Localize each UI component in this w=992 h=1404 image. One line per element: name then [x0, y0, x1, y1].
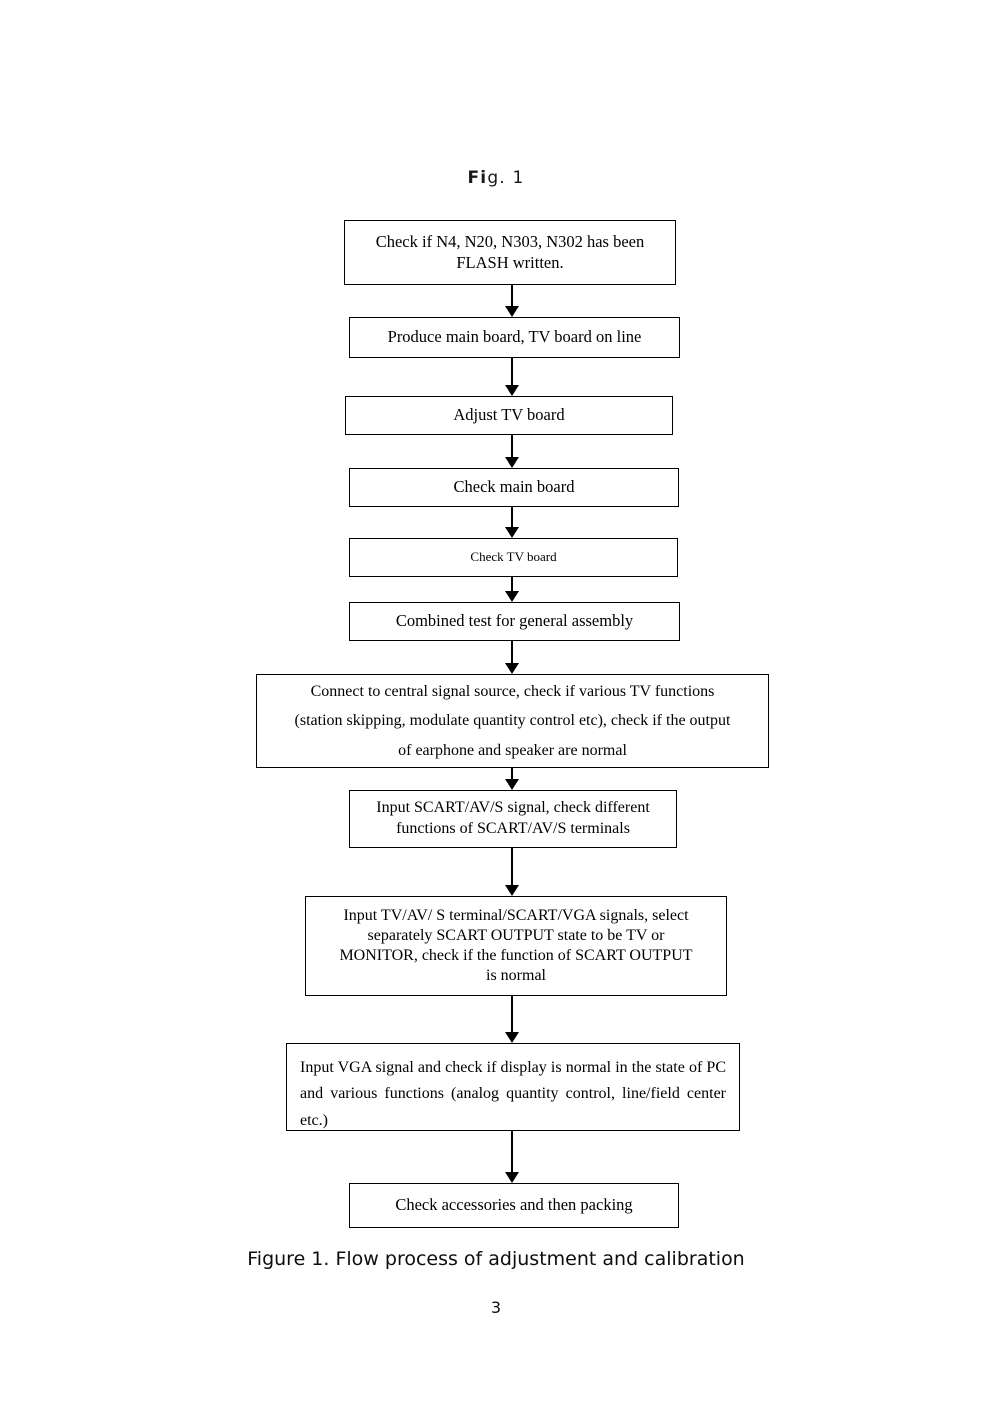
arrow-head	[505, 663, 519, 674]
arrow-shaft	[511, 435, 513, 457]
flowchart-node-packing[interactable]: Check accessories and then packing	[349, 1183, 679, 1228]
flow-arrow-main-board-to-tv-board	[505, 507, 519, 538]
arrow-head	[505, 1032, 519, 1043]
flowchart-node-adjust[interactable]: Adjust TV board	[345, 396, 673, 435]
flow-arrow-scart-output-to-vga-signal	[505, 996, 519, 1043]
node-text: Input TV/AV/ S terminal/SCART/VGA signal…	[339, 907, 693, 984]
flow-arrow-produce-to-adjust	[505, 358, 519, 396]
flow-arrow-vga-signal-to-packing	[505, 1131, 519, 1183]
arrow-head	[505, 527, 519, 538]
flow-arrow-tv-board-to-combined-test	[505, 577, 519, 602]
node-text: Input SCART/AV/S signal, check different…	[376, 799, 650, 837]
node-text: Check accessories and then packing	[395, 1195, 633, 1215]
flowchart-node-combined-test[interactable]: Combined test for general assembly	[349, 602, 680, 641]
figure-label: Fig. 1	[0, 168, 992, 188]
node-text: Connect to central signal source, check …	[294, 682, 731, 759]
arrow-shaft	[511, 285, 513, 306]
flowchart-node-central-signal[interactable]: Connect to central signal source, check …	[256, 674, 769, 768]
flow-arrow-scart-signal-to-scart-output	[505, 848, 519, 896]
node-text: Combined test for general assembly	[395, 611, 634, 631]
arrow-head	[505, 885, 519, 896]
arrow-shaft	[511, 768, 513, 779]
figure-label-prefix: Fi	[467, 168, 488, 188]
arrow-head	[505, 457, 519, 468]
node-text: Produce main board, TV board on line	[387, 327, 642, 347]
arrow-head	[505, 779, 519, 790]
arrow-head	[505, 591, 519, 602]
flowchart-node-scart-output[interactable]: Input TV/AV/ S terminal/SCART/VGA signal…	[305, 896, 727, 996]
arrow-shaft	[511, 358, 513, 385]
figure-label-suffix: g. 1	[487, 168, 525, 188]
node-text: Check if N4, N20, N303, N302 has been FL…	[375, 231, 645, 272]
arrow-head	[505, 306, 519, 317]
flowchart-node-vga-signal[interactable]: Input VGA signal and check if display is…	[286, 1043, 740, 1131]
node-text: Input VGA signal and check if display is…	[300, 1059, 726, 1129]
flowchart-node-scart-signal[interactable]: Input SCART/AV/S signal, check different…	[349, 790, 677, 848]
arrow-shaft	[511, 577, 513, 591]
node-text: Check TV board	[470, 549, 557, 565]
flow-arrow-combined-test-to-central-signal	[505, 641, 519, 674]
arrow-head	[505, 385, 519, 396]
arrow-head	[505, 1172, 519, 1183]
flowchart-node-main-board[interactable]: Check main board	[349, 468, 679, 507]
flowchart-node-produce[interactable]: Produce main board, TV board on line	[349, 317, 680, 358]
figure-caption: Figure 1. Flow process of adjustment and…	[247, 1248, 745, 1270]
flow-arrow-central-signal-to-scart-signal	[505, 768, 519, 790]
flowchart-node-tv-board[interactable]: Check TV board	[349, 538, 678, 577]
flow-arrow-flash-to-produce	[505, 285, 519, 317]
arrow-shaft	[511, 848, 513, 885]
node-text: Adjust TV board	[453, 405, 565, 425]
page-number: 3	[490, 1298, 502, 1317]
flow-arrow-adjust-to-main-board	[505, 435, 519, 468]
flowchart-node-flash[interactable]: Check if N4, N20, N303, N302 has been FL…	[344, 220, 676, 285]
arrow-shaft	[511, 996, 513, 1032]
arrow-shaft	[511, 641, 513, 663]
node-text: Check main board	[453, 477, 575, 497]
arrow-shaft	[511, 1131, 513, 1172]
arrow-shaft	[511, 507, 513, 527]
